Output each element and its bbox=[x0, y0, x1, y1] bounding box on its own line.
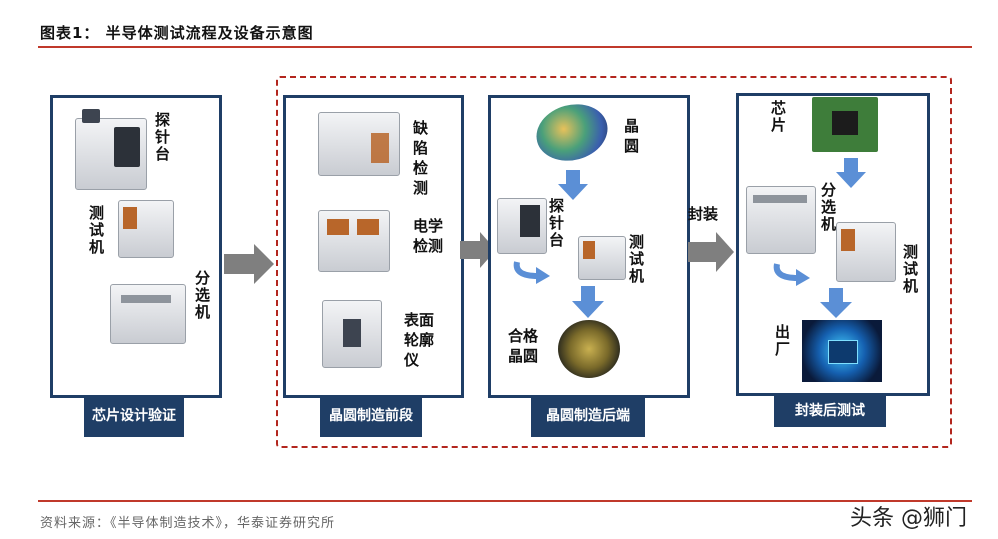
stage-back-end-label-text: 晶圆制造后端 bbox=[546, 407, 630, 424]
bottom-rule bbox=[38, 500, 972, 502]
stage-back-end-label: 晶圆制造后端 bbox=[531, 395, 645, 437]
flow-arrow-down-1 bbox=[558, 170, 588, 200]
shipment-label: 出厂 bbox=[773, 324, 791, 358]
stage-chip-design-label: 芯片设计验证 bbox=[84, 395, 184, 437]
probe-station-image bbox=[75, 109, 147, 190]
watermark: 头条 @狮门 bbox=[850, 506, 967, 531]
tester-image bbox=[118, 200, 174, 258]
back-end-probe-station-label: 探针台 bbox=[547, 198, 565, 249]
back-end-tester-head bbox=[583, 241, 595, 259]
figure-title: 图表1： 半导体测试流程及设备示意图 bbox=[40, 24, 314, 42]
final-handler-image bbox=[746, 186, 816, 254]
stage-front-end-label-text: 晶圆制造前段 bbox=[329, 407, 413, 424]
arrow-stage3-to-4 bbox=[688, 232, 734, 272]
final-tester-label: 测试机 bbox=[901, 244, 919, 295]
defect-inspection-image bbox=[318, 112, 400, 176]
arrow-stage1-to-2 bbox=[224, 244, 274, 284]
defect-panel bbox=[371, 133, 389, 163]
flow-arrow-down-3 bbox=[836, 158, 866, 188]
handler-rail bbox=[121, 295, 171, 303]
shipped-chip-die bbox=[828, 340, 858, 364]
flow-arrow-down-2 bbox=[572, 286, 604, 318]
back-end-probe-station-image bbox=[497, 198, 547, 254]
probe-chamber bbox=[114, 127, 140, 167]
flow-arrow-down-4 bbox=[820, 288, 852, 318]
elec-panel-b bbox=[357, 219, 379, 235]
flow-arrow-curve-2 bbox=[773, 263, 810, 286]
back-end-tester-image bbox=[578, 236, 626, 280]
stage-front-end-label: 晶圆制造前段 bbox=[320, 395, 422, 437]
profilometer-image bbox=[322, 300, 382, 368]
back-end-probe-chamber bbox=[520, 205, 540, 237]
qualified-wafer-image bbox=[558, 320, 620, 378]
handler-label: 分选机 bbox=[193, 270, 211, 321]
qualified-wafer-label: 合格晶圆 bbox=[508, 327, 539, 365]
stage-post-package-label: 封装后测试 bbox=[774, 395, 886, 427]
chip-image bbox=[812, 97, 878, 152]
monitor-icon bbox=[82, 109, 100, 123]
dashed-group-frame bbox=[276, 76, 952, 448]
tester-head bbox=[123, 207, 137, 229]
elec-panel-a bbox=[327, 219, 349, 235]
stage-chip-design-label-text: 芯片设计验证 bbox=[92, 407, 176, 424]
final-handler-label: 分选机 bbox=[819, 182, 837, 233]
profilometer-window bbox=[343, 319, 361, 347]
profilometer-label: 表面轮廓仪 bbox=[404, 311, 435, 369]
chip-die bbox=[832, 111, 858, 135]
shipped-chip-image bbox=[802, 320, 882, 382]
flow-arrow-curve-1 bbox=[513, 261, 550, 284]
tester-label: 测试机 bbox=[87, 205, 105, 256]
electrical-inspection-image bbox=[318, 210, 390, 272]
handler-image bbox=[110, 284, 186, 344]
source-note: 资料来源：《半导体制造技术》，华泰证券研究所 bbox=[40, 516, 336, 531]
defect-inspection-label: 缺陷检测 bbox=[413, 119, 429, 197]
arrow-stage2-to-3 bbox=[460, 232, 496, 268]
final-tester-head bbox=[841, 229, 855, 251]
final-tester-image bbox=[836, 222, 896, 282]
probe-station-label: 探针台 bbox=[153, 112, 171, 163]
chip-label: 芯片 bbox=[769, 100, 787, 134]
back-end-tester-label: 测试机 bbox=[627, 234, 645, 285]
electrical-inspection-label: 电学检测 bbox=[413, 217, 444, 255]
packaging-connector-label: 封装 bbox=[688, 205, 719, 223]
final-handler-rail bbox=[753, 195, 807, 203]
wafer-label: 晶圆 bbox=[624, 117, 640, 155]
top-rule bbox=[38, 46, 972, 48]
stage-post-package-label-text: 封装后测试 bbox=[795, 402, 865, 419]
